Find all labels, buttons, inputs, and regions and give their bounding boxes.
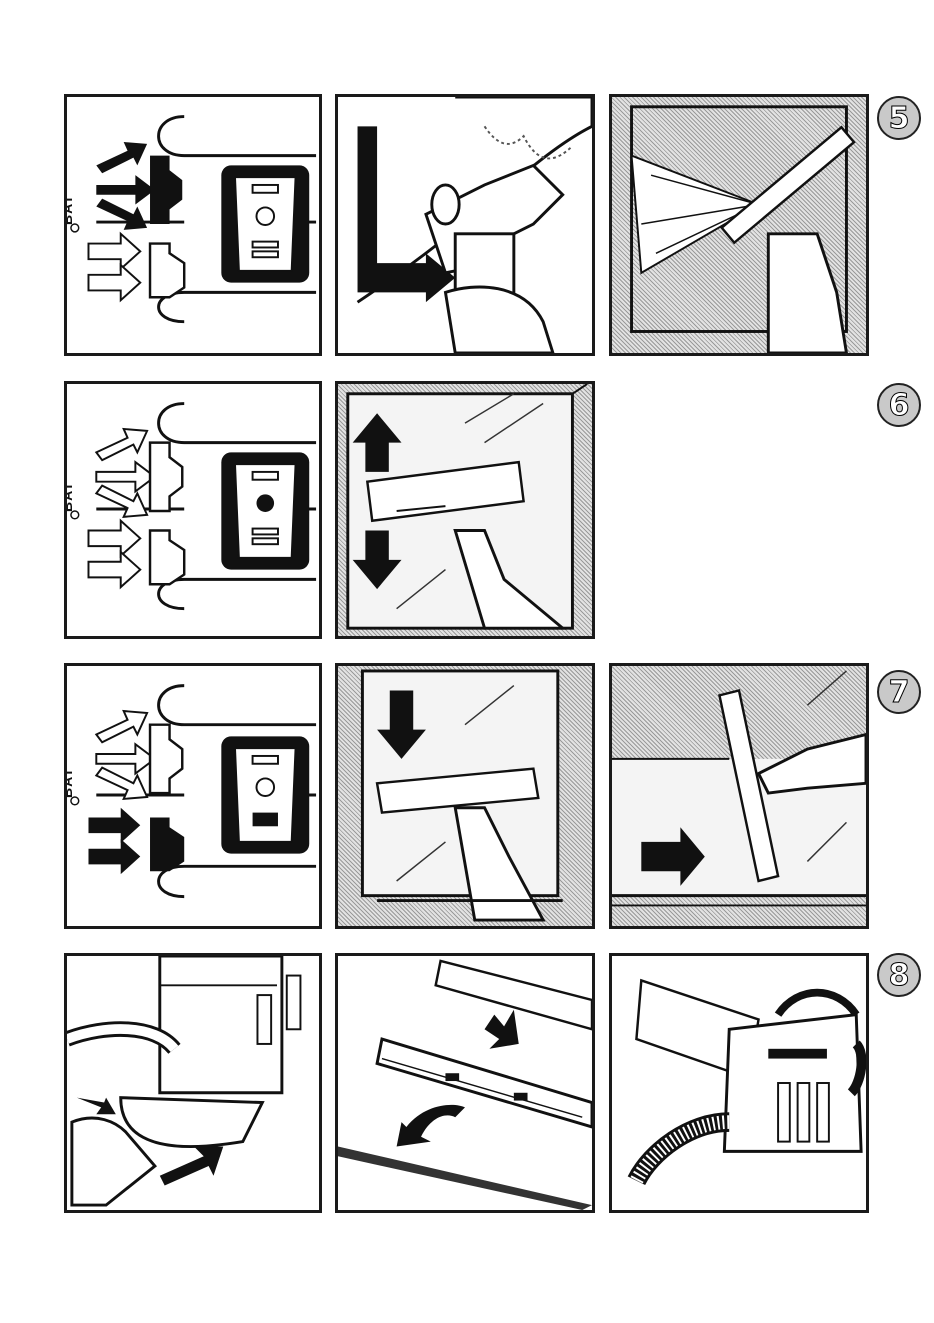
bat-indicator-label: BAT	[64, 194, 75, 225]
spray-panel-step5	[335, 94, 595, 356]
storage-panel-step8	[609, 953, 869, 1213]
bat-indicator-label: BAT	[64, 481, 75, 512]
step-number-badge: 7	[877, 670, 921, 714]
bat-indicator-label: BAT	[64, 767, 75, 798]
switch-diagram	[67, 666, 319, 926]
replace-blade-panel-step8	[335, 953, 595, 1213]
wipe-sideways-panel-step7	[609, 663, 869, 929]
step-number-badge: 6	[877, 383, 921, 427]
squeegee-down-illustration	[338, 666, 592, 926]
step-number-badge: 5	[877, 96, 921, 140]
wipe-up-down-panel-step6	[335, 381, 595, 639]
squeegee-horizontal-illustration	[612, 666, 866, 926]
empty-tank-panel-step8	[64, 953, 322, 1213]
window-cleaning-illustration	[612, 97, 866, 353]
stored-vacuum-illustration	[612, 956, 866, 1210]
squeegee-vertical-illustration	[338, 384, 592, 636]
switch-panel-step5: BAT	[64, 94, 322, 356]
switch-panel-step6: BAT	[64, 381, 322, 639]
tank-removal-illustration	[67, 956, 319, 1210]
spray-bottle-illustration	[338, 97, 592, 353]
blade-replacement-illustration	[338, 956, 592, 1210]
step-number-badge: 8	[877, 953, 921, 997]
wipe-down-panel-step7	[335, 663, 595, 929]
wipe-panel-step5	[609, 94, 869, 356]
switch-diagram	[67, 97, 319, 353]
switch-panel-step7: BAT	[64, 663, 322, 929]
switch-diagram	[67, 384, 319, 636]
